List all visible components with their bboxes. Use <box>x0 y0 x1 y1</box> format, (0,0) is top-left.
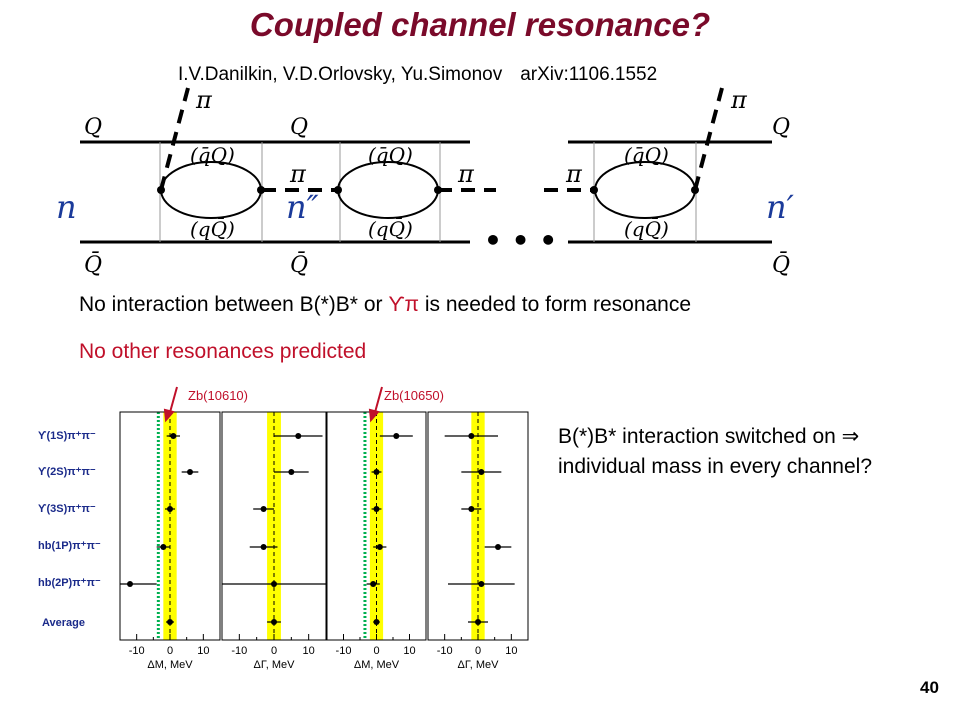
channel-label: Average <box>42 617 85 629</box>
channel-label: ϒ(3S)π⁺π⁻ <box>38 503 96 515</box>
label-qbarQ-1: (q̄Q) <box>190 143 235 167</box>
note-line-1: B(*)B* interaction switched on ⇒ <box>558 425 860 448</box>
data-point <box>475 619 481 625</box>
statement-before: No interaction between B(*)B* or <box>79 293 389 316</box>
tick-label: -10 <box>129 645 145 657</box>
tick-label: -10 <box>437 645 453 657</box>
label-pi-2: π <box>457 160 475 188</box>
page-number: 40 <box>920 678 939 697</box>
label-qQbar-2: (qQ̄) <box>368 216 413 241</box>
data-point <box>127 581 133 587</box>
data-point <box>373 619 380 625</box>
channel-label: hb(1P)π⁺π⁻ <box>38 540 101 552</box>
tick-label: 10 <box>403 645 415 657</box>
tick-label: 10 <box>505 645 517 657</box>
data-point <box>260 506 267 512</box>
data-point <box>167 506 173 512</box>
label-n: n <box>56 188 77 226</box>
label-pi-out-right: π <box>730 86 748 114</box>
author-line: I.V.Danilkin, V.D.Orlovsky, Yu.Simonov ar… <box>178 64 657 86</box>
label-Q-3: Q <box>772 115 790 140</box>
tick-label: 10 <box>197 645 209 657</box>
data-point <box>260 544 267 550</box>
label-n-double-prime: n″ <box>286 188 319 226</box>
data-point <box>271 581 277 587</box>
authors: I.V.Danilkin, V.D.Orlovsky, Yu.Simonov <box>178 64 503 85</box>
data-point <box>478 469 485 475</box>
tick-label: -10 <box>231 645 247 657</box>
interaction-note: B(*)B* interaction switched on ⇒ individ… <box>558 422 872 482</box>
label-qQbar-3: (qQ̄) <box>624 216 669 241</box>
tag-arrows <box>163 386 383 423</box>
label-pi-out-left: π <box>195 86 213 114</box>
tick-label: 0 <box>167 645 173 657</box>
data-point <box>288 469 295 475</box>
data-point <box>393 433 400 439</box>
pion-lines <box>159 87 724 192</box>
label-qbarQ-2: (q̄Q) <box>368 143 413 167</box>
label-pi-3: π <box>565 160 583 188</box>
axis-label: ΔΓ, MeV <box>458 659 500 671</box>
panel-tags: Zb(10610) Zb(10650) <box>188 388 444 403</box>
channel-label: ϒ(1S)π⁺π⁻ <box>38 430 96 442</box>
coupled-channel-diagram: Q Q Q Q̄ Q̄ Q̄ π π π π π n n″ n′ (q̄Q) (… <box>56 86 795 278</box>
no-other-resonances: No other resonances predicted <box>79 340 367 363</box>
data-point <box>468 433 475 439</box>
arxiv-reference: arXiv:1106.1552 <box>520 64 658 85</box>
label-Q-1: Q <box>84 115 102 140</box>
vertices <box>157 186 699 194</box>
channel-labels: ϒ(1S)π⁺π⁻ ϒ(2S)π⁺π⁻ ϒ(3S)π⁺π⁻ hb(1P)π⁺π⁻… <box>38 430 101 629</box>
tick-label: 10 <box>303 645 315 657</box>
upsilon-pi-symbol: ϒπ <box>388 293 420 316</box>
note-line-2: individual mass in every channel? <box>558 455 873 478</box>
data-point <box>187 469 193 475</box>
data-point <box>160 544 167 550</box>
tick-label: 0 <box>475 645 481 657</box>
axis-label: ΔΓ, MeV <box>254 659 296 671</box>
label-Q-2: Q <box>290 115 308 140</box>
axis-label: ΔM, MeV <box>147 659 193 671</box>
slide-title: Coupled channel resonance? <box>249 6 711 43</box>
tick-label: 0 <box>271 645 277 657</box>
data-point <box>468 506 475 512</box>
data-point <box>495 544 501 550</box>
statement: No interaction between B(*)B* or ϒπ is n… <box>79 293 691 317</box>
tick-label: 0 <box>373 645 379 657</box>
data-point <box>170 433 177 439</box>
tick-label: -10 <box>336 645 352 657</box>
channel-label: hb(2P)π⁺π⁻ <box>38 577 101 589</box>
data-point <box>373 506 380 512</box>
data-point <box>373 469 380 475</box>
data-point <box>271 619 277 625</box>
data-point <box>478 581 485 587</box>
data-point <box>295 433 302 439</box>
axis-label: ΔM, MeV <box>354 659 400 671</box>
ellipsis: • • • <box>484 224 557 257</box>
statement-after: is needed to form resonance <box>419 293 692 316</box>
channel-label: ϒ(2S)π⁺π⁻ <box>38 466 96 478</box>
data-point <box>376 544 383 550</box>
zb10650-tag: Zb(10650) <box>384 388 444 403</box>
data-point <box>167 619 173 625</box>
zb10610-tag: Zb(10610) <box>188 388 248 403</box>
label-Qbar-2: Q̄ <box>290 251 308 278</box>
label-qbarQ-3: (q̄Q) <box>624 143 669 167</box>
label-n-prime: n′ <box>766 188 795 226</box>
label-pi-1: π <box>289 160 307 188</box>
label-Qbar-3: Q̄ <box>772 251 790 278</box>
label-Qbar-1: Q̄ <box>84 251 102 278</box>
label-qQbar-1: (qQ̄) <box>190 216 235 241</box>
data-point <box>370 581 377 587</box>
